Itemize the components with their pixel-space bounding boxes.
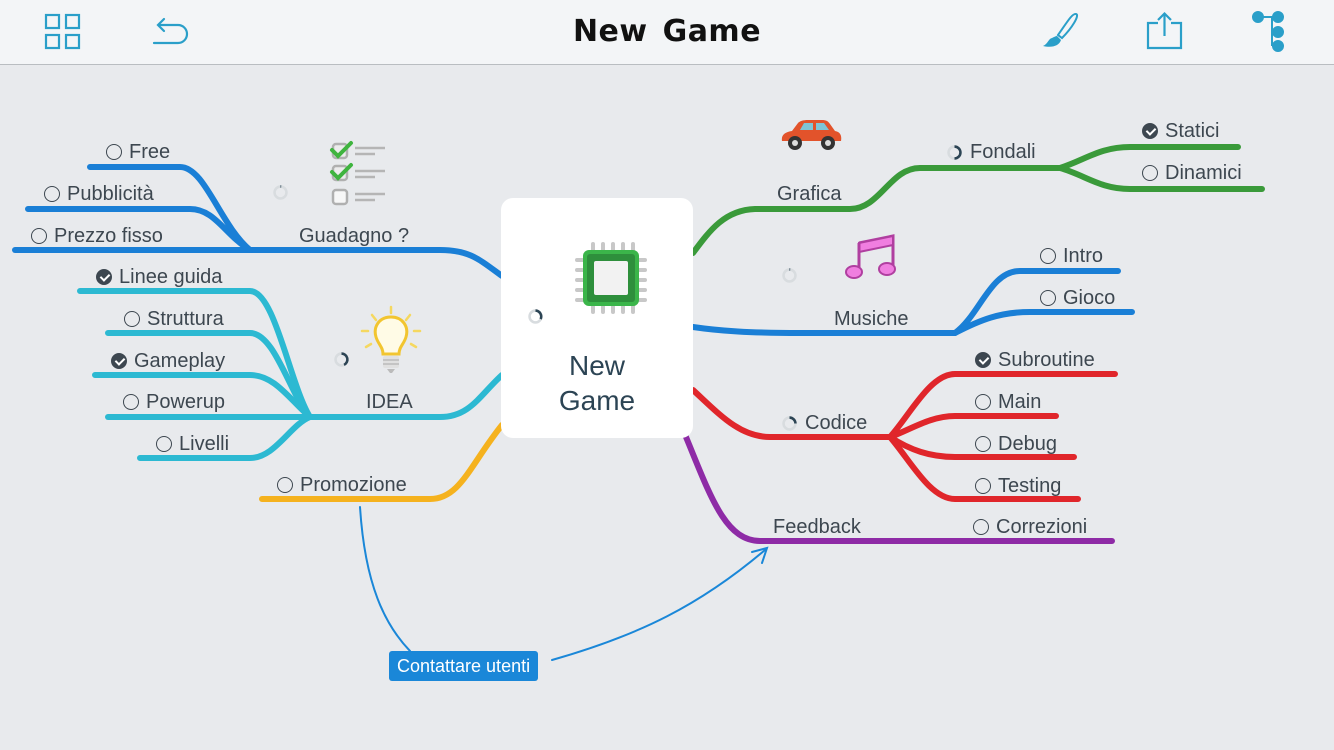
node-main[interactable]: Main xyxy=(975,390,1041,414)
node-debug[interactable]: Debug xyxy=(975,432,1057,456)
relation-arrow[interactable] xyxy=(359,506,769,661)
brush-icon[interactable] xyxy=(1040,10,1084,54)
checkbox-checked[interactable] xyxy=(96,269,112,285)
node-dinamici[interactable]: Dinamici xyxy=(1142,161,1242,185)
branch-guadagno-lines xyxy=(12,164,505,279)
checkbox[interactable] xyxy=(156,436,172,452)
node-promozione[interactable]: Promozione xyxy=(277,473,407,497)
branch-codice-lines xyxy=(690,371,1118,502)
checkbox[interactable] xyxy=(1040,248,1056,264)
checkbox[interactable] xyxy=(973,519,989,535)
branch-idea-lines xyxy=(77,288,505,461)
chip-icon xyxy=(575,242,647,314)
checkbox[interactable] xyxy=(1142,165,1158,181)
node-codice[interactable]: Codice xyxy=(781,411,867,435)
undo-icon[interactable] xyxy=(150,10,194,54)
node-fondali[interactable]: Fondali xyxy=(946,140,1036,164)
branch-musiche-lines xyxy=(690,268,1135,336)
checkbox[interactable] xyxy=(44,186,60,202)
car-icon xyxy=(781,120,842,150)
progress-icon xyxy=(947,144,962,160)
checkbox-checked[interactable] xyxy=(975,352,991,368)
checkbox-checked[interactable] xyxy=(1142,123,1158,139)
progress-icon xyxy=(334,352,349,367)
branch-feedback-lines xyxy=(683,434,1115,544)
checkbox[interactable] xyxy=(277,477,293,493)
music-note-icon xyxy=(845,234,896,279)
tree-icon[interactable] xyxy=(1248,10,1292,54)
node-correzioni[interactable]: Correzioni xyxy=(973,515,1087,539)
progress-icon xyxy=(273,185,288,200)
checkbox[interactable] xyxy=(1040,290,1056,306)
progress-icon xyxy=(782,415,797,431)
node-prezzo-fisso[interactable]: Prezzo fisso xyxy=(31,224,163,248)
checklist-icon xyxy=(330,141,385,206)
node-struttura[interactable]: Struttura xyxy=(124,307,224,331)
checkbox[interactable] xyxy=(124,311,140,327)
checkbox[interactable] xyxy=(975,436,991,452)
relation-label[interactable]: Contattare utenti xyxy=(389,651,539,681)
progress-icon xyxy=(782,268,797,283)
node-musiche[interactable]: Musiche xyxy=(834,308,909,330)
node-testing[interactable]: Testing xyxy=(975,474,1061,498)
checkbox[interactable] xyxy=(975,394,991,410)
node-pubblicita[interactable]: Pubblicità xyxy=(44,182,154,206)
node-guadagno[interactable]: Guadagno ? xyxy=(299,225,410,247)
node-intro[interactable]: Intro xyxy=(1040,244,1103,268)
toolbar: New Game xyxy=(0,0,1334,65)
grid-icon[interactable] xyxy=(42,10,86,54)
lightbulb-icon xyxy=(360,305,422,373)
checkbox[interactable] xyxy=(31,228,47,244)
share-icon[interactable] xyxy=(1143,10,1187,54)
node-feedback[interactable]: Feedback xyxy=(773,516,861,538)
node-gameplay[interactable]: Gameplay xyxy=(111,349,225,373)
page-title: New Game xyxy=(572,14,762,49)
branch-promozione-line xyxy=(259,422,505,502)
checkbox-checked[interactable] xyxy=(111,353,127,369)
checkbox[interactable] xyxy=(123,394,139,410)
node-statici[interactable]: Statici xyxy=(1142,119,1219,143)
node-gioco[interactable]: Gioco xyxy=(1040,286,1115,310)
progress-icon xyxy=(528,309,543,324)
branch-grafica-lines xyxy=(690,144,1265,256)
checkbox[interactable] xyxy=(106,144,122,160)
checkbox[interactable] xyxy=(975,478,991,494)
node-subroutine[interactable]: Subroutine xyxy=(975,348,1095,372)
node-free[interactable]: Free xyxy=(106,140,170,164)
node-livelli[interactable]: Livelli xyxy=(156,432,229,456)
node-idea[interactable]: IDEA xyxy=(366,391,413,413)
node-grafica[interactable]: Grafica xyxy=(777,183,842,205)
node-linee-guida[interactable]: Linee guida xyxy=(96,265,222,289)
node-powerup[interactable]: Powerup xyxy=(123,390,225,414)
